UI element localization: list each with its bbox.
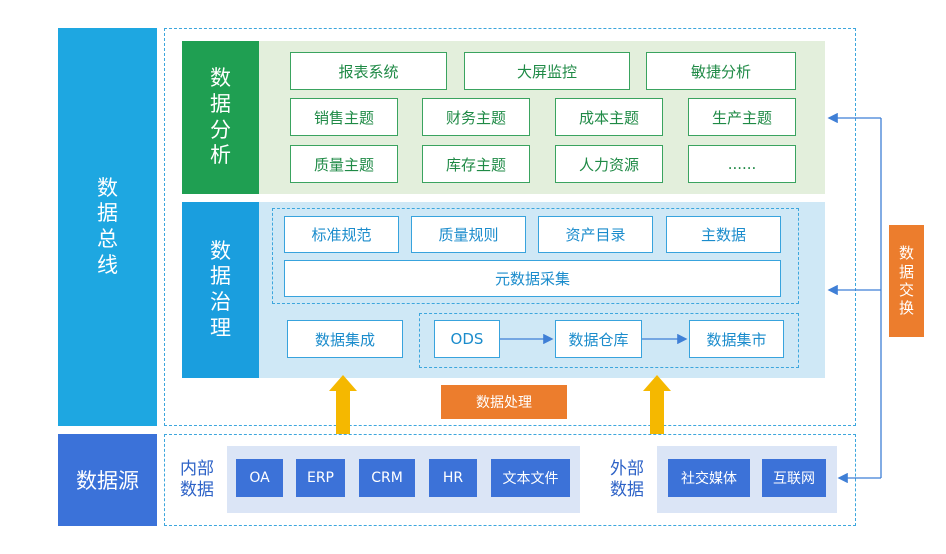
platform-frame [164,28,856,426]
data-bus-char: 线 [97,252,118,277]
governance-item: 主数据 [666,216,781,253]
governance-item: 标准规范 [284,216,399,253]
governance-title-char: 治 [210,290,231,314]
analysis-item: ...... [688,145,796,183]
exchange-char: 交 [898,281,914,299]
data-bus-char: 总 [97,227,118,251]
internal-data-label: 内部 数据 [172,450,222,510]
analysis-title-char: 分 [210,117,231,142]
source-erp: ERP [296,459,345,497]
analysis-item: 财务主题 [422,98,530,136]
source-crm: CRM [359,459,415,497]
analysis-item: 质量主题 [290,145,398,183]
source-oa: OA [236,459,283,497]
data-analysis-label: 数 据 分 析 [182,41,259,194]
analysis-title-char: 数 [210,66,231,91]
data-integration: 数据集成 [287,320,403,358]
governance-title-char: 理 [210,315,231,340]
governance-title-char: 据 [210,264,231,289]
data-exchange-label: 数 据 交 换 [889,225,924,337]
analysis-item: 报表系统 [290,52,447,90]
data-bus-char: 据 [97,201,118,226]
analysis-item: 销售主题 [290,98,398,136]
governance-title-char: 数 [210,238,231,263]
data-mart-box: 数据集市 [689,320,784,358]
external-label-line: 数据 [610,480,644,500]
data-warehouse-box: 数据仓库 [555,320,642,358]
analysis-item: 生产主题 [688,98,796,136]
external-label-line: 外部 [610,459,644,480]
data-source-bar: 数据源 [58,434,157,526]
data-bus-bar: 数 据 总 线 [58,28,157,426]
analysis-title-char: 析 [210,143,231,168]
analysis-item: 人力资源 [555,145,663,183]
analysis-item: 大屏监控 [464,52,630,90]
exchange-char: 数 [898,244,914,263]
external-data-label: 外部 数据 [602,450,652,510]
source-text-files: 文本文件 [491,459,570,497]
internal-label-line: 内部 [180,459,214,480]
data-processing-label: 数据处理 [441,385,567,419]
data-governance-label: 数 据 治 理 [182,202,259,378]
data-source-label: 数据源 [76,469,139,493]
analysis-item: 敏捷分析 [646,52,796,90]
governance-item: 资产目录 [538,216,653,253]
internal-label-line: 数据 [180,480,214,500]
data-bus-char: 数 [97,175,118,200]
source-social-media: 社交媒体 [668,459,750,497]
governance-item: 质量规则 [411,216,526,253]
source-frame [164,434,856,526]
exchange-char: 换 [898,299,914,318]
exchange-char: 据 [898,262,914,281]
analysis-title-char: 据 [210,91,231,116]
ods-box: ODS [434,320,500,358]
source-internet: 互联网 [762,459,826,497]
analysis-item: 库存主题 [422,145,530,183]
metadata-collection: 元数据采集 [284,260,781,297]
governance-rules-frame [272,208,799,304]
analysis-item: 成本主题 [555,98,663,136]
source-hr: HR [429,459,477,497]
warehouse-pipeline-frame [419,313,799,368]
